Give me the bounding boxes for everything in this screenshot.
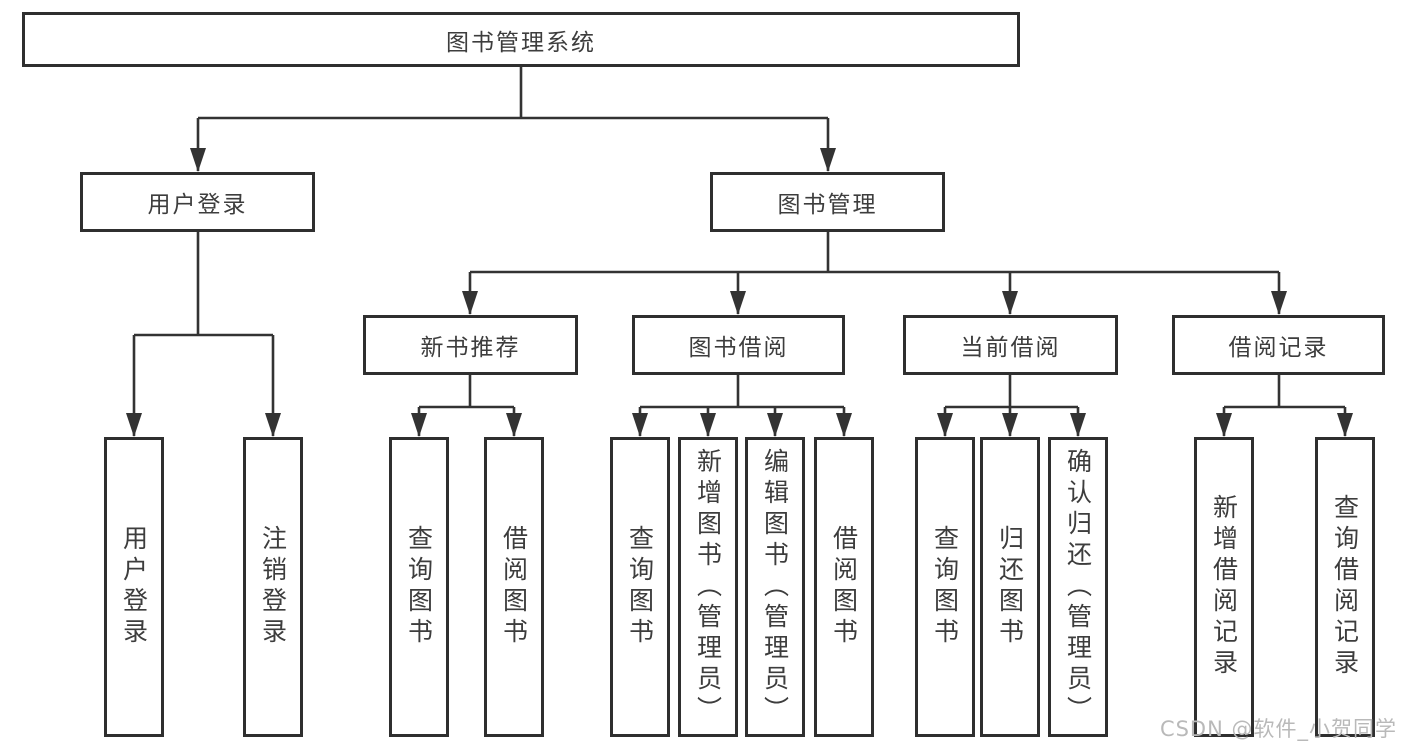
leaf-label: 用户登录 — [119, 525, 149, 649]
leaf-label: 借阅图书 — [499, 525, 529, 649]
node-label: 图书管理 — [777, 192, 878, 218]
leaf-label: 借阅图书 — [829, 525, 859, 649]
node-label: 用户登录 — [147, 192, 248, 218]
leaf-query-borrow-record: 查询借阅记录 — [1315, 437, 1375, 737]
node-label: 借阅记录 — [1228, 335, 1329, 361]
node-book-management-branch: 图书管理 — [710, 172, 945, 232]
node-borrowing-records: 借阅记录 — [1172, 315, 1385, 375]
leaf-label: 查询图书 — [404, 525, 434, 649]
leaf-label: 注销登录 — [258, 525, 288, 649]
leaf-return-books: 归还图书 — [980, 437, 1040, 737]
leaf-label: 编辑图书（管理员） — [760, 447, 790, 727]
node-label: 新书推荐 — [420, 335, 521, 361]
leaf-add-books-admin: 新增图书（管理员） — [678, 437, 738, 737]
csdn-watermark: CSDN @软件_小贺同学 — [1159, 717, 1397, 741]
leaf-logout: 注销登录 — [243, 437, 303, 737]
leaf-borrow-books-1: 借阅图书 — [484, 437, 544, 737]
leaf-borrow-books-2: 借阅图书 — [814, 437, 874, 737]
leaf-query-books-3: 查询图书 — [915, 437, 975, 737]
node-root-system: 图书管理系统 — [22, 12, 1020, 67]
leaf-label: 归还图书 — [995, 525, 1025, 649]
leaf-add-borrow-record: 新增借阅记录 — [1194, 437, 1254, 737]
node-label: 图书管理系统 — [446, 29, 596, 56]
leaf-query-books-2: 查询图书 — [610, 437, 670, 737]
leaf-edit-books-admin: 编辑图书（管理员） — [745, 437, 805, 737]
node-new-book-recommendation: 新书推荐 — [363, 315, 578, 375]
leaf-label: 查询图书 — [625, 525, 655, 649]
leaf-label: 查询借阅记录 — [1330, 494, 1360, 680]
node-book-borrowing: 图书借阅 — [632, 315, 845, 375]
node-label: 当前借阅 — [960, 335, 1061, 361]
leaf-label: 查询图书 — [930, 525, 960, 649]
leaf-label: 新增图书（管理员） — [693, 447, 723, 727]
leaf-label: 新增借阅记录 — [1209, 494, 1239, 680]
node-label: 图书借阅 — [688, 335, 789, 361]
leaf-label: 确认归还（管理员） — [1063, 447, 1093, 727]
leaf-query-books-1: 查询图书 — [389, 437, 449, 737]
node-user-login-branch: 用户登录 — [80, 172, 315, 232]
leaf-user-login: 用户登录 — [104, 437, 164, 737]
node-current-borrowing: 当前借阅 — [903, 315, 1118, 375]
leaf-confirm-return-admin: 确认归还（管理员） — [1048, 437, 1108, 737]
